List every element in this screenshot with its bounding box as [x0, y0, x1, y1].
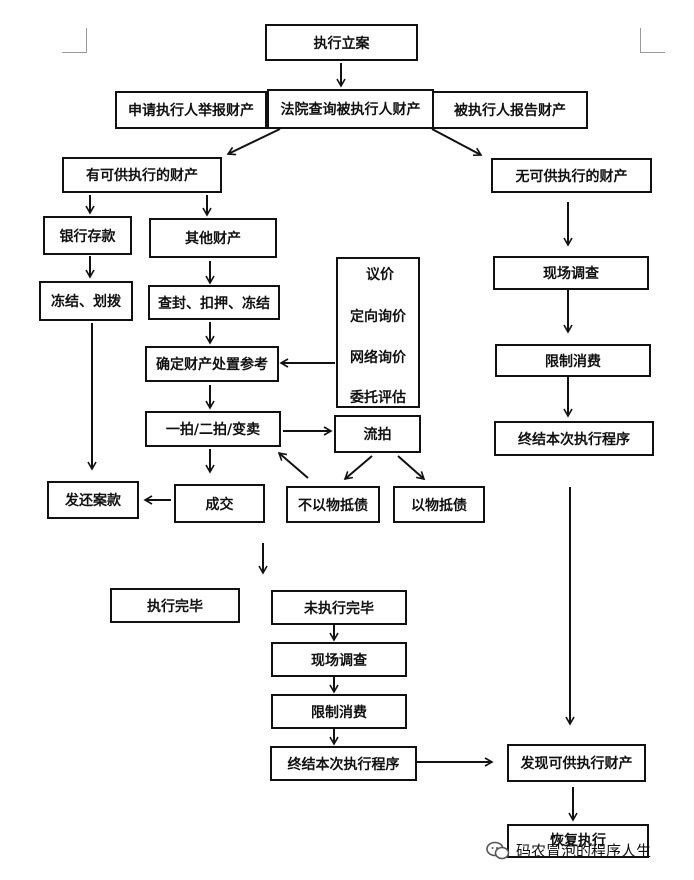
watermark-text: 码农冒泡的程序人生 [516, 842, 652, 860]
node-case-filing: 执行立案 [265, 24, 418, 61]
corner-mark-top-right [640, 28, 665, 53]
valuation-method-online-inquiry: 网络询价 [350, 350, 406, 366]
node-site-survey-2: 现场调查 [271, 642, 407, 677]
node-failed-auction: 流拍 [334, 415, 421, 453]
node-deal: 成交 [174, 484, 265, 523]
wechat-bubble-icon [486, 841, 510, 861]
node-determine-reference: 确定财产处置参考 [145, 346, 279, 382]
node-no-assets: 无可供执行的财产 [491, 158, 652, 193]
node-other-assets: 其他财产 [149, 218, 277, 258]
node-auction: 一拍/二拍/变卖 [145, 411, 281, 447]
node-in-kind: 以物抵债 [393, 486, 485, 523]
node-exec-complete: 执行完毕 [110, 588, 240, 623]
node-release-payment: 发还案款 [47, 481, 139, 519]
valuation-method-entrusted-appraisal: 委托评估 [350, 390, 406, 406]
corner-mark-top-left [62, 28, 87, 53]
node-limit-consumption-1: 限制消费 [495, 344, 651, 377]
node-has-assets: 有可供执行的财产 [62, 157, 222, 193]
node-freeze-transfer: 冻结、划拨 [39, 281, 133, 321]
node-exec-incomplete: 未执行完毕 [271, 590, 407, 625]
node-applicant-report: 申请执行人举报财产 [115, 91, 267, 129]
node-not-in-kind: 不以物抵债 [286, 486, 380, 523]
valuation-method-directed-inquiry: 定向询价 [350, 309, 406, 325]
node-site-survey-1: 现场调查 [493, 256, 649, 290]
node-found-assets: 发现可供执行财产 [507, 744, 646, 782]
node-valuation-methods: 议价 定向询价 网络询价 委托评估 [336, 257, 420, 408]
node-resume: 恢复执行 [507, 824, 649, 858]
valuation-method-negotiate: 议价 [366, 267, 394, 283]
node-terminate-1: 终结本次执行程序 [494, 421, 654, 456]
node-terminate-2: 终结本次执行程序 [270, 746, 417, 781]
watermark: 码农冒泡的程序人生 [486, 840, 651, 861]
node-limit-consumption-2: 限制消费 [271, 694, 407, 729]
node-court-query: 法院查询被执行人财产 [267, 89, 434, 129]
node-seal-seize-freeze: 查封、扣押、冻结 [148, 285, 280, 320]
node-bank-deposit: 银行存款 [43, 216, 132, 255]
node-debtor-report: 被执行人报告财产 [432, 91, 588, 129]
